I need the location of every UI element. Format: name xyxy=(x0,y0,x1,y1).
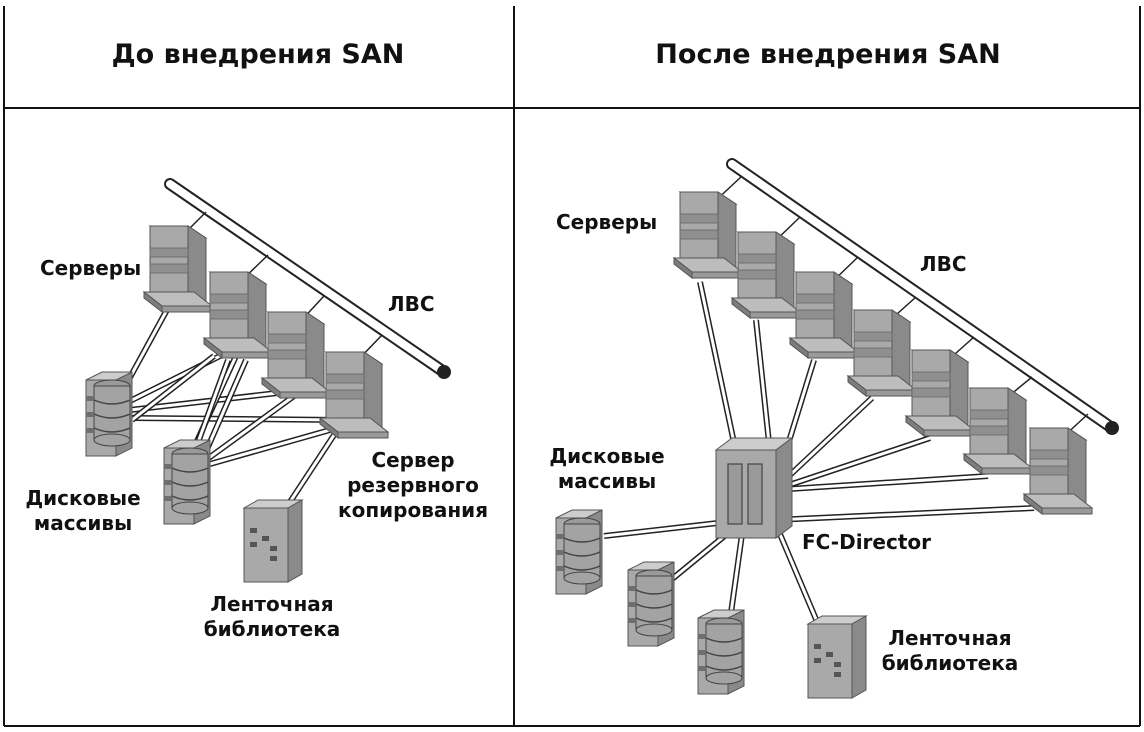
server-icon xyxy=(673,191,743,279)
cable xyxy=(771,518,821,626)
server-icon xyxy=(1023,427,1093,515)
server-icon xyxy=(963,387,1033,475)
before-disks-label: Дисковые массивы xyxy=(25,486,141,535)
server-icon xyxy=(847,309,917,397)
cable xyxy=(209,423,345,467)
server-icon xyxy=(905,349,975,437)
after-title: После внедрения SAN xyxy=(655,38,1001,70)
server-icon xyxy=(789,271,859,359)
cable xyxy=(130,353,216,423)
disk-array-icon xyxy=(163,439,211,525)
before-title: До внедрения SAN xyxy=(111,38,405,70)
after-disks-label: Дисковые массивы xyxy=(549,444,665,493)
disk-array-icon xyxy=(555,509,603,595)
before-lan-label: ЛВС xyxy=(388,292,435,316)
tape-library-icon xyxy=(807,615,867,699)
cable xyxy=(201,358,249,458)
before-servers-label: Серверы xyxy=(40,256,142,280)
disk-array-icon xyxy=(85,371,133,457)
cable xyxy=(129,389,287,413)
after-tape-label: Ленточная библиотека xyxy=(881,626,1019,675)
backup-server-label: Сервер резервного копирования xyxy=(338,448,489,522)
cable xyxy=(131,415,343,423)
cable xyxy=(773,435,931,493)
server-icon xyxy=(731,231,801,319)
lan-bus-icon xyxy=(726,158,1119,435)
disk-array-icon xyxy=(697,609,745,695)
fc-director-icon xyxy=(715,437,793,539)
cable xyxy=(773,505,1035,523)
table-frame xyxy=(3,6,1141,727)
fc-director-label: FC-Director xyxy=(802,530,932,554)
cable xyxy=(283,430,339,510)
after-servers-label: Серверы xyxy=(556,210,658,234)
after-lan-label: ЛВС xyxy=(920,252,967,276)
after-panel xyxy=(555,158,1119,699)
before-tape-label: Ленточная библиотека xyxy=(203,592,341,641)
server-icon xyxy=(203,271,273,359)
cable xyxy=(204,393,296,463)
cable xyxy=(773,473,989,493)
before-panel xyxy=(85,178,451,583)
backup-server-icon xyxy=(319,351,389,439)
disk-array-icon xyxy=(627,561,675,647)
tape-library-icon xyxy=(243,499,303,583)
server-icon xyxy=(261,311,331,399)
server-icon xyxy=(143,225,213,313)
lan-bus-icon xyxy=(164,178,451,379)
cable xyxy=(193,358,231,450)
